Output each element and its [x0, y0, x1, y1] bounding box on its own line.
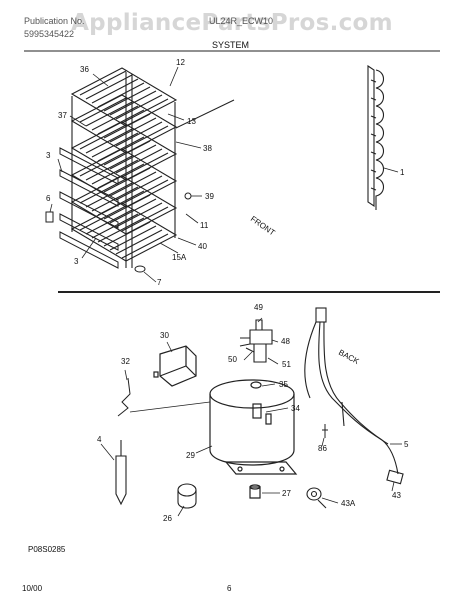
callout-48: 48 — [281, 337, 290, 346]
leader-lines — [49, 66, 402, 517]
callout-40: 40 — [198, 242, 207, 251]
callout-26: 26 — [163, 514, 172, 523]
callout-38: 38 — [203, 144, 212, 153]
callout-15a: 15A — [172, 253, 187, 262]
evaporator-coil — [70, 67, 178, 268]
callout-50: 50 — [228, 355, 237, 364]
callout-7: 7 — [157, 278, 162, 287]
condenser-coil — [367, 64, 385, 210]
callout-3b: 3 — [74, 257, 79, 266]
callout-13: 13 — [187, 117, 196, 126]
callout-49: 49 — [254, 303, 263, 312]
page-number: 6 — [227, 584, 232, 593]
callout-6: 6 — [46, 194, 51, 203]
compressor — [209, 379, 298, 499]
wire-harness — [304, 307, 404, 485]
publication-number: 5995345422 — [24, 29, 75, 39]
clip-bracket — [45, 211, 54, 223]
ground-screw — [322, 424, 328, 438]
callout-43a: 43A — [341, 499, 356, 508]
callout-86: 86 — [318, 444, 327, 453]
shelf-rails — [59, 147, 119, 269]
callout-3a: 3 — [46, 151, 51, 160]
section-title: SYSTEM — [212, 40, 250, 50]
callout-34: 34 — [291, 404, 300, 413]
callout-1: 1 — [400, 168, 405, 177]
watermark: AppliancePartsPros.com — [71, 10, 393, 36]
callout-39: 39 — [205, 192, 214, 201]
publication-label: Publication No. — [24, 16, 85, 26]
overload-relay — [153, 345, 197, 387]
callout-32: 32 — [121, 357, 130, 366]
callout-11: 11 — [200, 221, 209, 230]
drain-fitting — [134, 265, 146, 273]
callout-12: 12 — [176, 58, 185, 67]
callout-43: 43 — [392, 491, 401, 500]
front-annotation: FRONT — [249, 214, 277, 237]
diagram-code: P08S0285 — [28, 545, 66, 554]
filter-drier — [115, 440, 127, 506]
callout-4: 4 — [97, 435, 102, 444]
callout-51: 51 — [282, 360, 291, 369]
callout-5: 5 — [404, 440, 409, 449]
start-capacitor — [177, 483, 197, 509]
model-number: UL24R_ECW10 — [209, 16, 274, 26]
callout-29: 29 — [186, 451, 195, 460]
callout-35: 35 — [279, 380, 288, 389]
back-annotation: BACK — [337, 348, 361, 366]
terminal-cover — [306, 487, 327, 509]
ground-wire — [117, 377, 131, 417]
callout-37: 37 — [58, 111, 67, 120]
revision-date: 10/00 — [22, 584, 43, 593]
callout-27: 27 — [282, 489, 291, 498]
part-callouts: 36 12 37 13 38 3 6 39 11 40 15A 3 7 1 FR… — [46, 58, 409, 523]
callout-30: 30 — [160, 331, 169, 340]
water-valve — [239, 319, 273, 363]
callout-36: 36 — [80, 65, 89, 74]
